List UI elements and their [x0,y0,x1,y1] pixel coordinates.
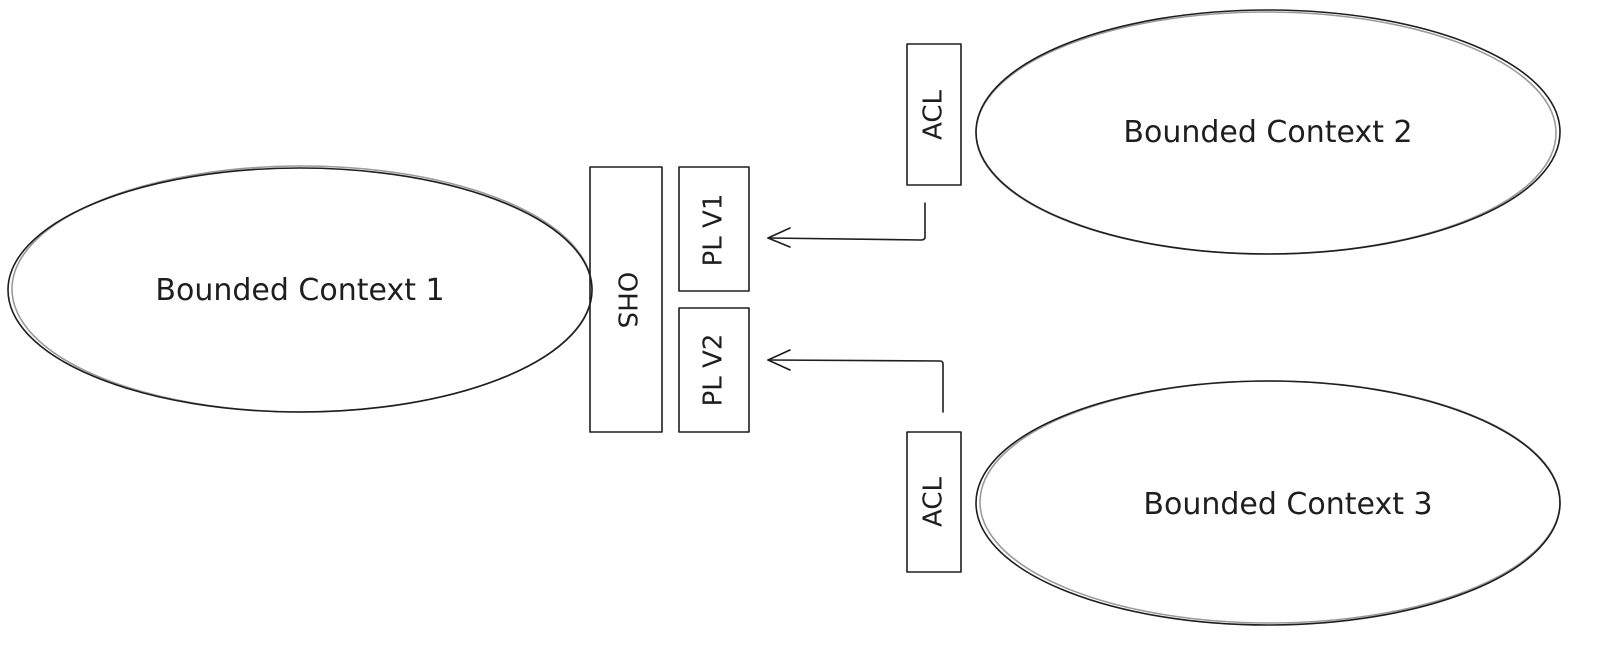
bounded-context-1-sketch-stroke [11,165,593,413]
pl-v1-label: PL V1 [699,194,729,267]
arrowhead-pl-v1 [767,227,791,248]
acl-lower-shape [906,431,962,573]
bounded-context-2-label: Bounded Context 2 [1123,115,1412,150]
anticorruption-layer-lower-box[interactable]: ACL [906,431,962,573]
acl-upper-shape [906,43,962,186]
arrow-acl-lower-to-pl-v2 [767,349,944,413]
bounded-context-1-shape [7,167,593,413]
pl-v2-label: PL V2 [699,334,729,407]
published-language-v1-box[interactable]: PL V1 [678,166,750,292]
bounded-context-3-label: Bounded Context 3 [1143,487,1432,522]
ohs-label: OHS [612,272,642,329]
bounded-context-3-shape [975,380,1561,626]
acl-upper-label: ACL [919,90,949,140]
acl-lower-label: ACL [919,477,949,527]
arrow-acl-upper-to-pl-v1 [767,202,926,248]
published-language-v2-box[interactable]: PL V2 [678,307,750,433]
bounded-context-1-label: Bounded Context 1 [155,273,444,308]
pl-v2-shape [678,307,750,433]
bounded-context-1[interactable]: Bounded Context 1 [7,165,593,413]
bounded-context-3[interactable]: Bounded Context 3 [975,380,1561,626]
arrowhead-pl-v2 [767,349,791,371]
open-host-service-box[interactable]: OHS [589,166,663,433]
bounded-context-2-shape [975,9,1561,255]
bounded-context-3-sketch-stroke [979,380,1561,624]
bounded-context-2[interactable]: Bounded Context 2 [975,9,1561,255]
bounded-context-2-sketch-stroke [975,11,1557,255]
anticorruption-layer-upper-box[interactable]: ACL [906,43,962,186]
ohs-shape [589,166,663,433]
pl-v1-shape [678,166,750,292]
